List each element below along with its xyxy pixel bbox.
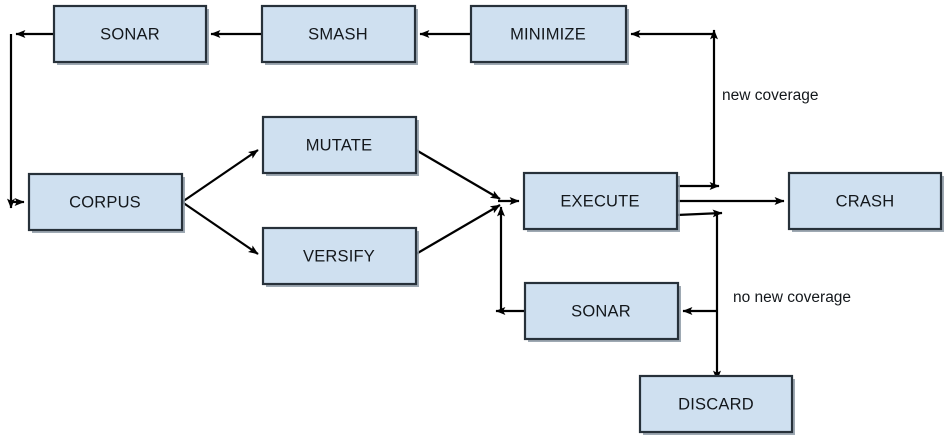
node-crash[interactable]: CRASH [787,171,944,232]
edge-label-no-new-coverage: no new coverage [733,289,851,306]
node-box[interactable] [260,4,417,64]
node-sonar-bottom[interactable]: SONAR [523,281,681,342]
node-label: CORPUS [69,193,141,211]
node-box[interactable] [261,115,418,175]
node-box[interactable] [638,374,794,434]
node-sonar-top[interactable]: SONAR [52,4,209,65]
edge-execute-to-no-new-coverage-rail [676,209,723,218]
node-box[interactable] [522,171,679,231]
node-label: SONAR [571,302,631,320]
node-label: DISCARD [678,395,754,413]
node-label: SMASH [308,25,368,43]
edge-label-layer: new coverage no new coverage [722,87,851,306]
node-box[interactable] [787,171,943,231]
node-label: SONAR [100,25,160,43]
node-label: CRASH [836,192,895,210]
node-label: MINIMIZE [510,25,586,43]
edge-versify-to-execute [415,204,501,255]
edge-corpus-to-versify [181,201,259,255]
node-box[interactable] [52,4,208,64]
node-smash[interactable]: SMASH [260,4,418,65]
node-layer: SONAR SMASH MINIMIZE MUTATE CORPUS [27,4,944,435]
node-minimize[interactable]: MINIMIZE [469,4,629,65]
node-corpus[interactable]: CORPUS [27,172,185,233]
node-label: MUTATE [306,136,373,154]
node-box[interactable] [27,172,184,232]
node-box[interactable] [469,4,628,64]
edge-corpus-to-mutate [181,149,259,203]
node-box[interactable] [523,281,680,341]
node-mutate[interactable]: MUTATE [261,115,419,176]
node-label: EXECUTE [560,192,639,210]
node-box[interactable] [261,226,418,286]
edge-layer [7,29,785,381]
node-execute[interactable]: EXECUTE [522,171,680,232]
edge-mutate-to-execute [415,149,501,200]
edge-label-new-coverage: new coverage [722,87,819,104]
node-label: VERSIFY [303,247,375,265]
node-versify[interactable]: VERSIFY [261,226,419,287]
node-discard[interactable]: DISCARD [638,374,795,435]
